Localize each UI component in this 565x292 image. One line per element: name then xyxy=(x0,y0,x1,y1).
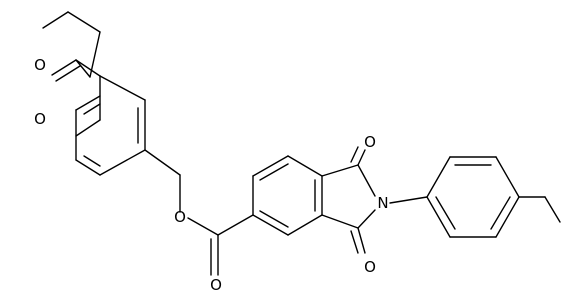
bond-ethyl-ch2-o xyxy=(67,11,101,33)
bond-ring2-e xyxy=(287,214,323,236)
bond-imide-c1-n xyxy=(357,164,376,197)
bond-o-carbonyl2 xyxy=(187,217,219,236)
atom-o-carbonyl-bottom: O xyxy=(210,276,222,292)
bond-ring1-c xyxy=(75,119,101,137)
bond-ring1-g xyxy=(75,159,101,176)
bond-ring3-d xyxy=(495,196,520,238)
atom-o-imide-top: O xyxy=(364,133,376,151)
bond-imide-c1-o-a xyxy=(357,149,366,166)
bond-imide-c1 xyxy=(321,164,359,177)
bonds xyxy=(42,11,561,276)
bond-o-carbonyl-c xyxy=(89,31,101,78)
bond-imide-c2-o-b xyxy=(350,230,359,254)
bond-ring1-f xyxy=(99,149,146,176)
bond-ring1-d xyxy=(99,75,146,101)
bond-ring3-c xyxy=(495,156,520,198)
atom-o-ester-mid: O xyxy=(174,208,186,226)
atom-labels: O O O O O N O xyxy=(34,56,389,292)
bond-ethyl-ch3 xyxy=(42,11,69,29)
bond-ring1-a xyxy=(75,59,101,77)
bond-ring2-inner-3 xyxy=(259,210,289,228)
bond-carbonyl2-ring2 xyxy=(217,214,254,236)
bond-ring1-ch2 xyxy=(144,149,181,176)
bond-ring3-a xyxy=(426,156,451,198)
bond-ring3-inner-2 xyxy=(490,196,511,230)
bond-ring2-c xyxy=(287,155,323,177)
atom-n-imide: N xyxy=(377,194,388,212)
bond-ring1-inner-3 xyxy=(83,103,101,115)
bond-ester-carbonyl-c-o-ring xyxy=(75,59,91,78)
bond-ring2-inner-1 xyxy=(259,163,289,181)
atom-o-imide-bottom: O xyxy=(364,258,376,276)
bond-ring3-f xyxy=(426,196,451,238)
atom-o-ester-top: O xyxy=(34,56,46,74)
bond-imide-n-c2 xyxy=(357,209,376,229)
atom-o-carbonyl-top: O xyxy=(34,110,46,128)
bond-ring2-f xyxy=(252,214,289,236)
bond-ring1-i xyxy=(75,95,101,111)
bond-imide-c2 xyxy=(321,214,359,229)
bond-n-ring3 xyxy=(389,196,428,204)
bond-imide-c1-o-b xyxy=(350,146,359,163)
bond-ring3-inner-3 xyxy=(435,196,456,230)
bond-imide-c2-o-a xyxy=(357,227,366,254)
bond-ring2-b xyxy=(252,155,289,177)
bond-ch2-ch3 xyxy=(544,196,561,223)
bond-ester-c-o-double-b xyxy=(55,65,81,82)
bond-ring1-inner-2 xyxy=(83,155,101,167)
bond-ester-c-o-double-a xyxy=(51,59,77,76)
